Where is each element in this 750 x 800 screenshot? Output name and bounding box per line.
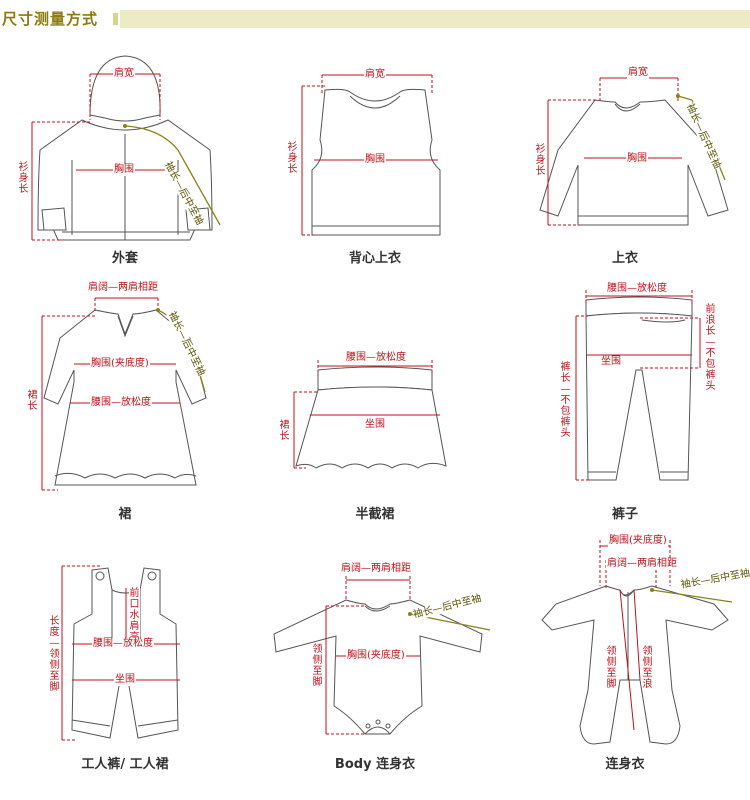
garment-dress: 肩阔—两肩相距 胸围(夹底度) 腰围—放松度 裙长 袖长—后中至袖 [0,280,250,525]
section-title: 尺寸测量方式 [2,10,99,28]
garment-romper: 胸围(夹底度) 肩阔—两肩相距 袖长—后中至袖 领侧至脚 领侧至浪 [500,530,750,770]
garment-jacket: 肩宽 胸围 衫身长 袖长—后中至袖 [0,40,250,275]
length-label: 裙长 [279,420,290,442]
chest-label: 胸围(夹底度) [608,535,668,547]
title-marker [113,13,118,25]
hip-label: 坐围 [364,419,386,431]
shoulder-label: 肩阔—两肩相距 [87,282,159,294]
waist-label: 腰围—放松度 [90,397,152,409]
length-label: 长度—领侧至脚 [49,616,60,693]
length-label: 裤长—不包裤头 [560,362,571,439]
garment-caption: 背心上衣 [348,251,402,266]
pants-drawing [575,290,701,481]
skirt-drawing [293,360,447,469]
garment-pants: 腰围—放松度 坐围 裤长—不包裤头 前浪长—不包裤头 [500,280,750,525]
garment-skirt: 腰围—放松度 坐围 裙长 [250,280,500,525]
waist-label: 腰围—放松度 [345,352,407,364]
garment-vest: 肩宽 胸围 衫身长 [250,40,500,275]
length-label: 衫身长 [18,162,29,195]
title-bar [120,10,750,28]
shoulder-label: 肩宽 [113,68,135,80]
length-label: 领侧至脚 [312,644,323,688]
bib-label: 前口水肩高 [129,588,140,643]
chest-label: 胸围(夹底度) [90,358,150,370]
rise-label: 前浪长—不包裤头 [705,304,716,392]
chest-label: 胸围 [364,154,386,166]
garment-caption: 工人裤/ 工人裙 [81,757,169,772]
garment-top: 肩宽 胸围 衫身长 袖长—后中至袖 [500,40,750,275]
overalls-drawing [61,565,180,741]
length-label: 衫身长 [535,144,546,177]
garment-caption: 连身衣 [605,757,645,772]
length-label: 衫身长 [287,142,298,175]
garment-caption: 裤子 [611,507,639,522]
hip-label: 坐围 [114,674,136,686]
shoulder-label: 肩宽 [364,69,386,81]
garment-bodysuit: 肩阔—两肩相距 胸围(夹底度) 领侧至脚 袖长—后中至袖 [250,530,500,770]
romper-drawing [541,540,733,745]
garment-caption: 半截裙 [355,507,395,522]
garment-caption: 裙 [118,507,132,522]
waist-label: 腰围—放松度 [606,283,668,295]
garment-caption: 外套 [111,251,139,266]
hip-label: 坐围 [600,356,622,368]
length-foot-label: 领侧至脚 [606,646,617,690]
chest-label: 胸围 [626,153,648,165]
garment-overalls: 长度—领侧至脚 前口水肩高 腰围—放松度 坐围 [0,530,250,770]
chest-label: 胸围(夹底度) [346,650,406,662]
shoulder-label: 肩阔—两肩相距 [340,563,412,575]
length-label: 裙长 [27,390,38,412]
chest-label: 胸围 [113,164,135,176]
garment-caption: 上衣 [611,251,639,266]
shoulder-label: 肩阔—两肩相距 [606,558,678,570]
garment-caption: Body 连身衣 [334,757,416,772]
length-crotch-label: 领侧至浪 [642,646,653,690]
shoulder-label: 肩宽 [627,67,649,79]
waist-label: 腰围—放松度 [92,638,154,650]
